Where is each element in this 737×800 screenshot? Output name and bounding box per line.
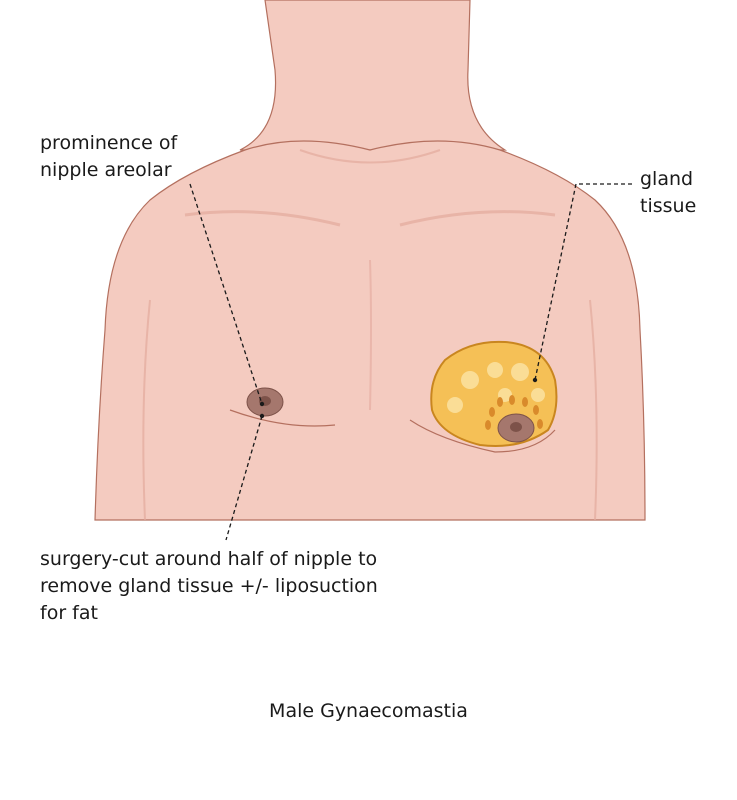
sternum-shadow <box>369 259 372 411</box>
gland-lobule <box>531 388 545 402</box>
breast-outline-right <box>409 419 556 453</box>
prominence-label: prominence of nipple areolar <box>40 130 177 184</box>
right-nipple <box>510 422 522 432</box>
arm-crease-left <box>142 299 151 521</box>
gland-label-line: gland <box>640 168 694 190</box>
arm-crease-right <box>589 299 598 521</box>
neck-shadow <box>299 149 441 164</box>
pectoral-line-left <box>229 409 336 427</box>
collarbone-right <box>399 210 556 227</box>
leader-dot-prominence <box>259 401 265 407</box>
gland-lobule <box>461 371 479 389</box>
leader-line-prominence <box>189 183 263 405</box>
surgery-label-line: for fat <box>40 602 98 624</box>
surgery-label-line: surgery-cut around half of nipple to <box>40 548 378 570</box>
surgery-label-line: remove gland tissue +/- liposuction <box>40 575 378 597</box>
leader-dot-gland <box>532 377 538 383</box>
gland-label: gland tissue <box>640 166 696 220</box>
gland-lobule <box>487 362 503 378</box>
milk-ducts <box>485 395 543 430</box>
leader-line-gland <box>534 183 632 381</box>
prominence-label-line: nipple areolar <box>40 159 172 181</box>
gland-lobule <box>447 397 463 413</box>
neck <box>239 0 508 151</box>
leader-line-surgery <box>225 415 263 541</box>
gland-label-line: tissue <box>640 195 697 217</box>
surgery-label: surgery-cut around half of nipple to rem… <box>40 546 378 627</box>
prominence-label-line: prominence of <box>40 132 178 154</box>
figure-caption: Male Gynaecomastia <box>269 700 468 722</box>
collarbone-left <box>184 210 341 227</box>
leader-dot-surgery <box>259 413 265 419</box>
gland-lobule <box>511 363 529 381</box>
